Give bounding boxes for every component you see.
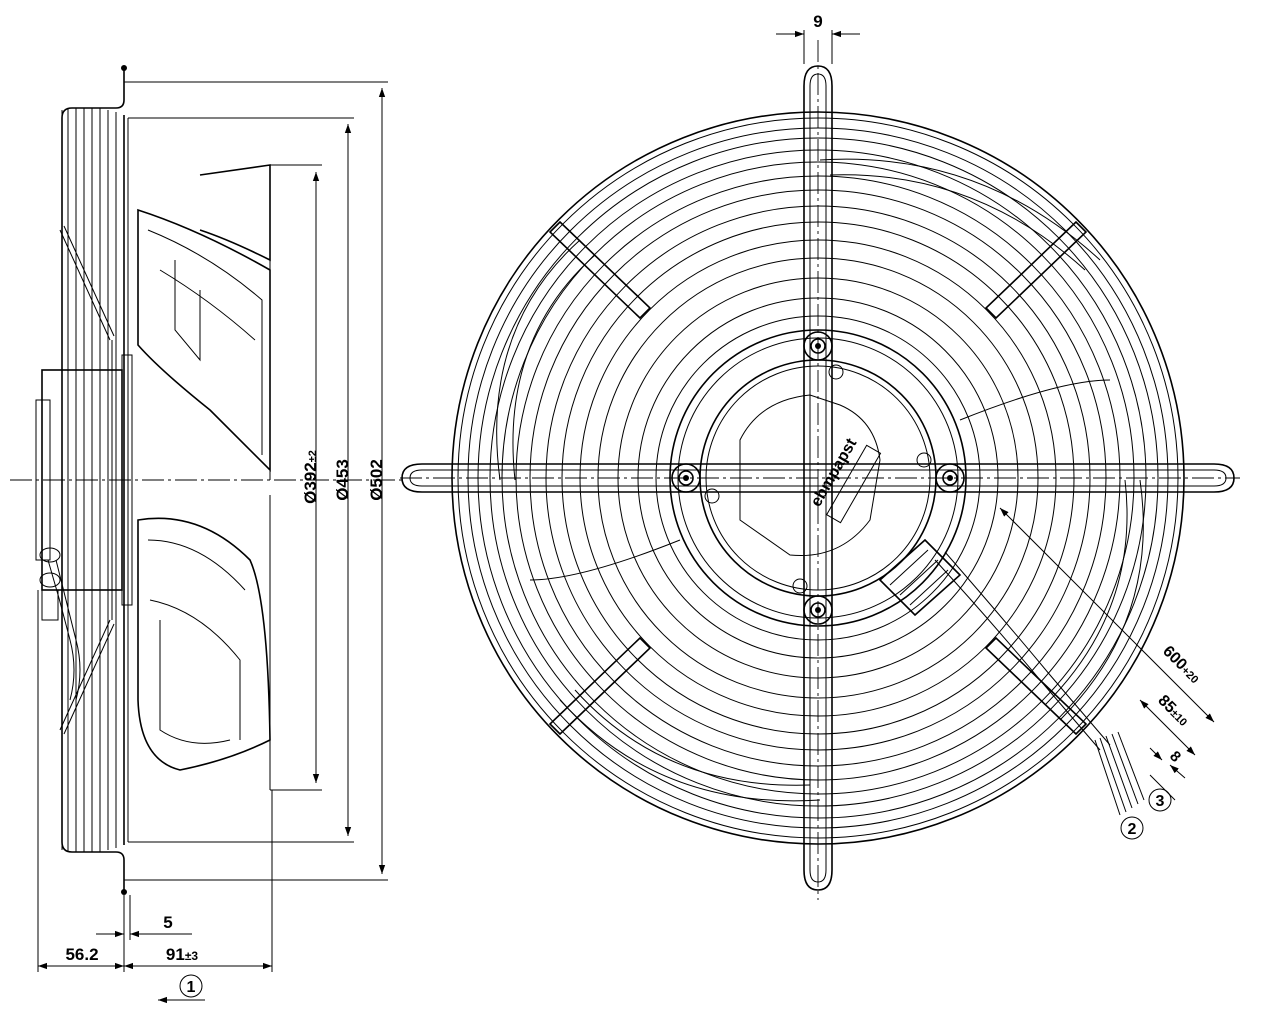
cable-leads <box>1094 731 1145 816</box>
dim-453-label: Ø453 <box>333 459 352 501</box>
dim-9-label: 9 <box>813 12 822 31</box>
rod-end-bottom <box>121 889 127 895</box>
brand-label: ebmpapst <box>808 435 861 510</box>
dim-5-label: 5 <box>163 913 172 932</box>
callout-1-circle <box>179 974 203 998</box>
dim-line-600 <box>999 507 1215 723</box>
mounting-bolts <box>671 331 965 625</box>
fan-blade-lower <box>137 495 271 790</box>
cable-600-label: 600+20 <box>1159 643 1203 687</box>
callout-3-circle <box>1148 788 1172 812</box>
dim-line-85 <box>1139 699 1196 756</box>
front-view: ebmpapst 9 600+20 85±10 <box>400 12 1240 900</box>
rod-end-top <box>121 65 127 71</box>
side-view: Ø392±2 Ø453 Ø502 5 56.2 91±3 1 <box>10 65 405 1004</box>
dim-56-label: 56.2 <box>65 945 98 964</box>
guard-rings-front <box>451 111 1185 845</box>
guard-bar-vertical <box>803 65 833 891</box>
fan-blade-upper <box>137 164 271 480</box>
dim-91-label: 91±3 <box>166 945 199 964</box>
cable-8-label: 8 <box>1166 748 1184 766</box>
dim-392-label: Ø392±2 <box>301 450 320 504</box>
guard-frame-rod <box>61 68 125 892</box>
callout-2-label: 2 <box>1128 821 1137 838</box>
callout-1-label: 1 <box>187 979 196 996</box>
guard-bar-horizontal <box>401 463 1235 493</box>
callout-2-circle <box>1120 816 1144 840</box>
cable-85-label: 85±10 <box>1154 692 1192 730</box>
callout-3-label: 3 <box>1156 793 1165 810</box>
dim-502-label: Ø502 <box>367 459 386 501</box>
cable-gland-side <box>39 547 81 701</box>
